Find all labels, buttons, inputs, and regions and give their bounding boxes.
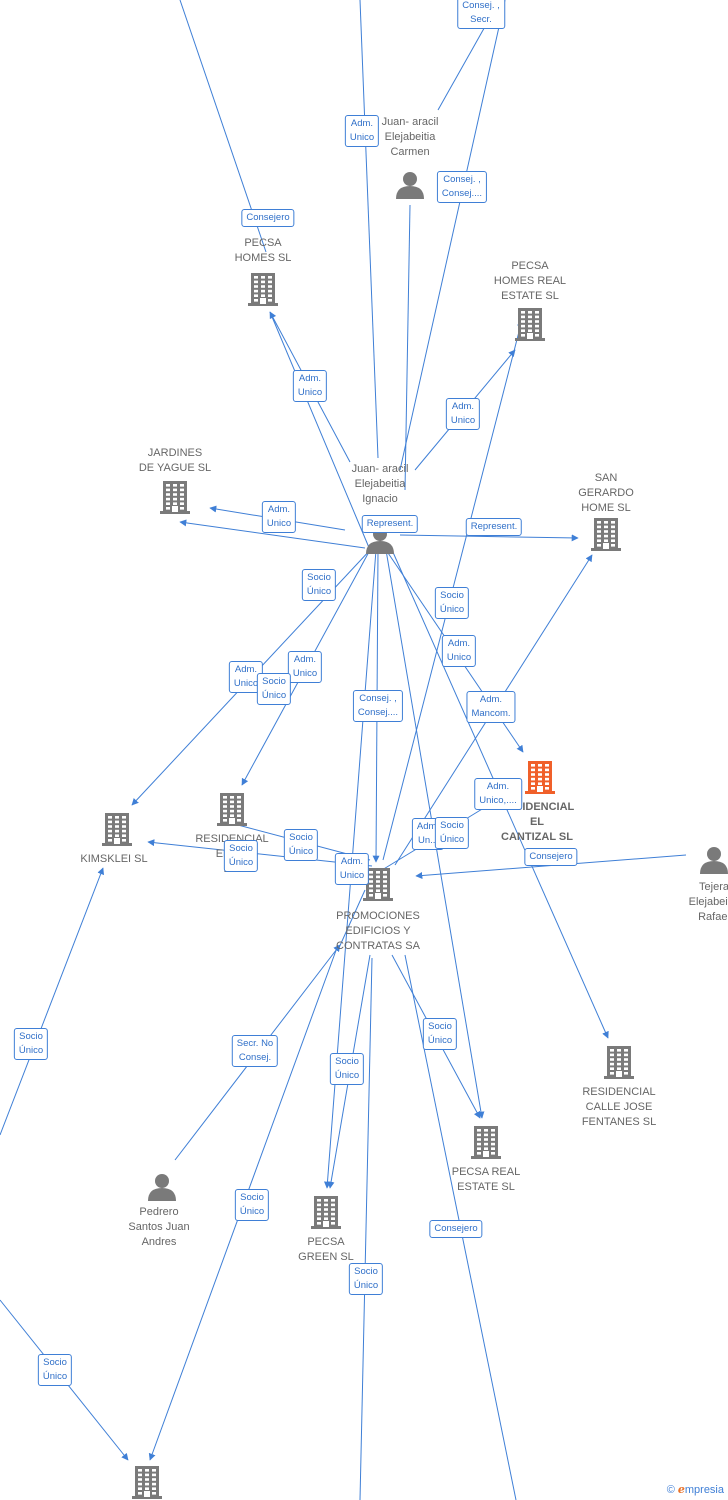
building-icon-promociones[interactable] (363, 868, 393, 901)
node-label-promociones[interactable]: PROMOCIONES EDIFICIOS Y CONTRATAS SA (336, 910, 420, 952)
edge-3 (404, 204, 411, 491)
relation-tag[interactable]: Adm. Unico,.... (474, 778, 522, 810)
copyright-symbol: © (666, 1484, 675, 1496)
relation-tag[interactable]: Socio Único (283, 829, 319, 861)
edge-28 (359, 957, 373, 1500)
edge-20 (147, 839, 373, 867)
relation-tag[interactable]: Consej. , Secr. (457, 0, 505, 29)
building-icon-residencial_calle[interactable] (604, 1046, 634, 1079)
node-label-pecsa_re[interactable]: PECSA REAL ESTATE SL (451, 1166, 521, 1193)
edge-2 (399, 0, 506, 471)
relation-tag[interactable]: Adm. Unico (344, 115, 380, 147)
person-icon-tejera[interactable] (700, 847, 728, 874)
building-icon-pecsa_green[interactable] (311, 1196, 341, 1229)
relation-tag[interactable]: Consejero (524, 848, 578, 866)
building-icon-pecsa_re[interactable] (471, 1126, 501, 1159)
relation-tag[interactable]: Consejero (241, 209, 295, 227)
building-icon-san_gerardo[interactable] (591, 518, 621, 551)
building-icon-pecsa_homes_re[interactable] (515, 308, 545, 341)
building-icon-kimsklei[interactable] (102, 813, 132, 846)
node-label-jardines[interactable]: JARDINES DE YAGUE SL (138, 447, 212, 474)
relation-tag[interactable]: Represent. (361, 515, 419, 533)
relation-tag[interactable]: Adm. Unico (445, 398, 481, 430)
relation-tag[interactable]: Socio Único (422, 1018, 458, 1050)
relation-tag[interactable]: Consejero (429, 1220, 483, 1238)
relation-tag[interactable]: Represent. (465, 518, 523, 536)
relation-tag[interactable]: Socio Único (256, 673, 292, 705)
relation-tag[interactable]: Socio Único (13, 1028, 49, 1060)
relation-tag[interactable]: Adm. Mancom. (466, 691, 516, 723)
relation-tag[interactable]: Consej. , Consej.... (352, 690, 404, 722)
relation-tag[interactable]: Socio Único (37, 1354, 73, 1386)
node-label-juan_carmen[interactable]: Juan- aracil Elejabeitia Carmen (381, 116, 439, 158)
node-label-juan_ignacio[interactable]: Juan- aracil Elejabeitia Ignacio (351, 463, 409, 505)
relation-tag[interactable]: Adm. Unico (261, 501, 297, 533)
node-label-san_gerardo[interactable]: SAN GERARDO HOME SL (578, 472, 634, 514)
edges-layer (0, 0, 687, 1500)
relation-tag[interactable]: Adm. Unico (287, 651, 323, 683)
relation-tag[interactable]: Socio Único (329, 1053, 365, 1085)
node-label-residencial_cantizal[interactable]: RESIDENCIAL EL CANTIZAL SL (499, 801, 575, 843)
relation-tag[interactable]: Adm. Unico (441, 635, 477, 667)
relation-tag[interactable]: Secr. No Consej. (231, 1035, 279, 1067)
edge-17 (179, 519, 366, 549)
relation-tag[interactable]: Consej. , Consej.... (436, 171, 488, 203)
node-label-pecsa_homes_re[interactable]: PECSA HOMES REAL ESTATE SL (493, 260, 567, 302)
footer-brand[interactable]: © empresia (667, 1483, 724, 1496)
relation-tag[interactable]: Socio Único (434, 817, 470, 849)
node-label-pedrero[interactable]: Pedrero Santos Juan Andres (128, 1206, 190, 1248)
person-icon-pedrero[interactable] (148, 1174, 176, 1201)
edge-24 (337, 889, 366, 951)
building-icon-pecsa_homes[interactable] (248, 273, 278, 306)
relation-tag[interactable]: Adm. Unico (292, 370, 328, 402)
edge-31 (0, 867, 104, 1136)
relation-tag[interactable]: Socio Único (223, 840, 259, 872)
relation-tag[interactable]: Socio Único (348, 1263, 384, 1295)
building-icon-residencial_b[interactable] (217, 793, 247, 826)
node-label-tejera[interactable]: Tejera Elejabeitia Rafael (688, 881, 728, 923)
node-label-pecsa_homes[interactable]: PECSA HOMES SL (234, 237, 292, 264)
building-icon-bottom_company[interactable] (132, 1466, 162, 1499)
person-icon-juan_carmen[interactable] (396, 172, 424, 199)
node-label-residencial_calle[interactable]: RESIDENCIAL CALLE JOSE FENTANES SL (581, 1086, 657, 1128)
edge-16 (269, 311, 371, 551)
relation-tag[interactable]: Adm. Unico (334, 853, 370, 885)
node-label-kimsklei[interactable]: KIMSKLEI SL (80, 853, 148, 865)
building-icon-residencial_cantizal[interactable] (525, 761, 555, 794)
node-label-pecsa_green[interactable]: PECSA GREEN SL (298, 1236, 354, 1263)
building-icon-jardines[interactable] (160, 481, 190, 514)
edge-1 (359, 0, 379, 459)
relation-tag[interactable]: Socio Único (434, 587, 470, 619)
relation-tag[interactable]: Socio Único (301, 569, 337, 601)
relation-tag[interactable]: Socio Único (234, 1189, 270, 1221)
brand-name: mpresia (684, 1484, 724, 1496)
brand-initial: e (677, 1483, 685, 1496)
edge-8 (399, 534, 579, 542)
icons-layer (102, 172, 728, 1499)
